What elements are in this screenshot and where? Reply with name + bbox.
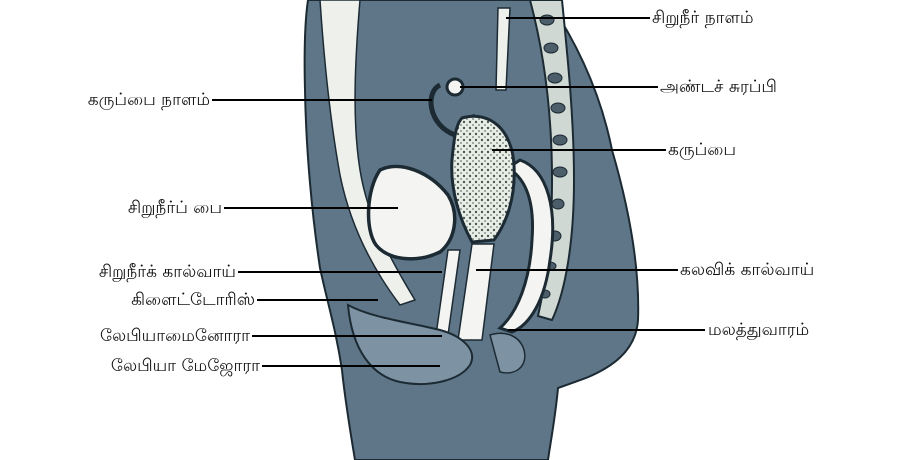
label-labia-majora: லேபியா மேஜோரா <box>0 356 260 376</box>
label-vagina: கலவிக் கால்வாய் <box>680 260 814 280</box>
label-uterus: கருப்பை <box>668 140 736 160</box>
label-ureter: சிறுநீர் நாளம் <box>652 8 754 28</box>
label-ovary: அண்டச் சுரப்பி <box>660 77 777 97</box>
label-bladder: சிறுநீர்ப் பை <box>40 198 222 218</box>
label-labia-minora: லேபியாமைனோரா <box>0 326 250 346</box>
label-clitoris: கிளைட்டோரிஸ் <box>0 290 255 310</box>
label-urethra: சிறுநீர்க் கால்வாய் <box>0 262 236 282</box>
label-anus: மலத்துவாரம் <box>708 320 809 340</box>
label-fallopian-tube: கருப்பை நாளம் <box>20 90 210 110</box>
